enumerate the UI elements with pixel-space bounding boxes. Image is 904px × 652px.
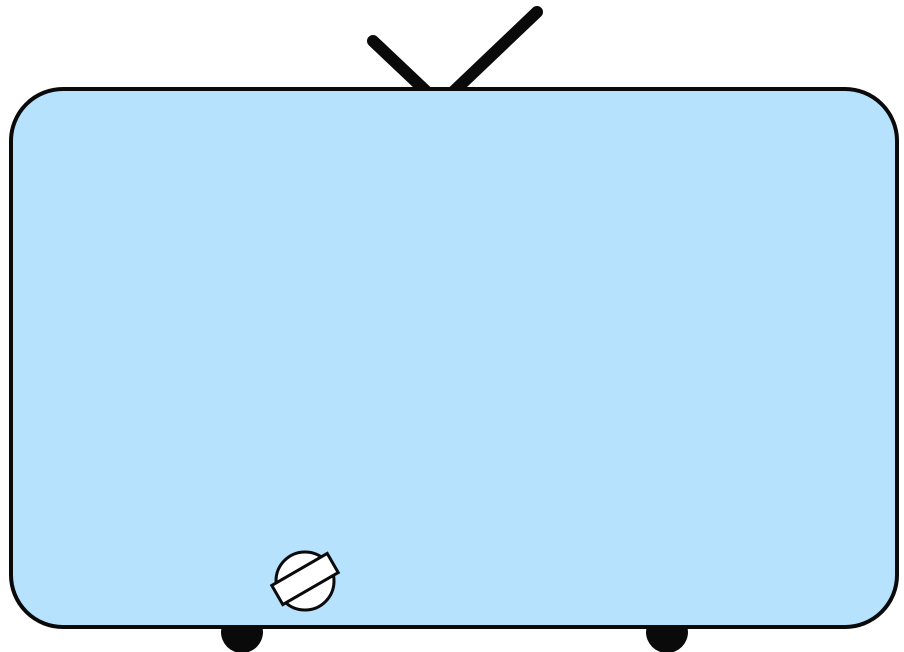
antenna-left-rod — [367, 35, 434, 99]
dial-knob-icon — [269, 550, 341, 612]
antenna-icon — [367, 6, 543, 99]
dial-knob-bar — [269, 551, 341, 607]
tv-body-icon — [9, 87, 899, 629]
antenna-right-rod — [446, 6, 543, 99]
